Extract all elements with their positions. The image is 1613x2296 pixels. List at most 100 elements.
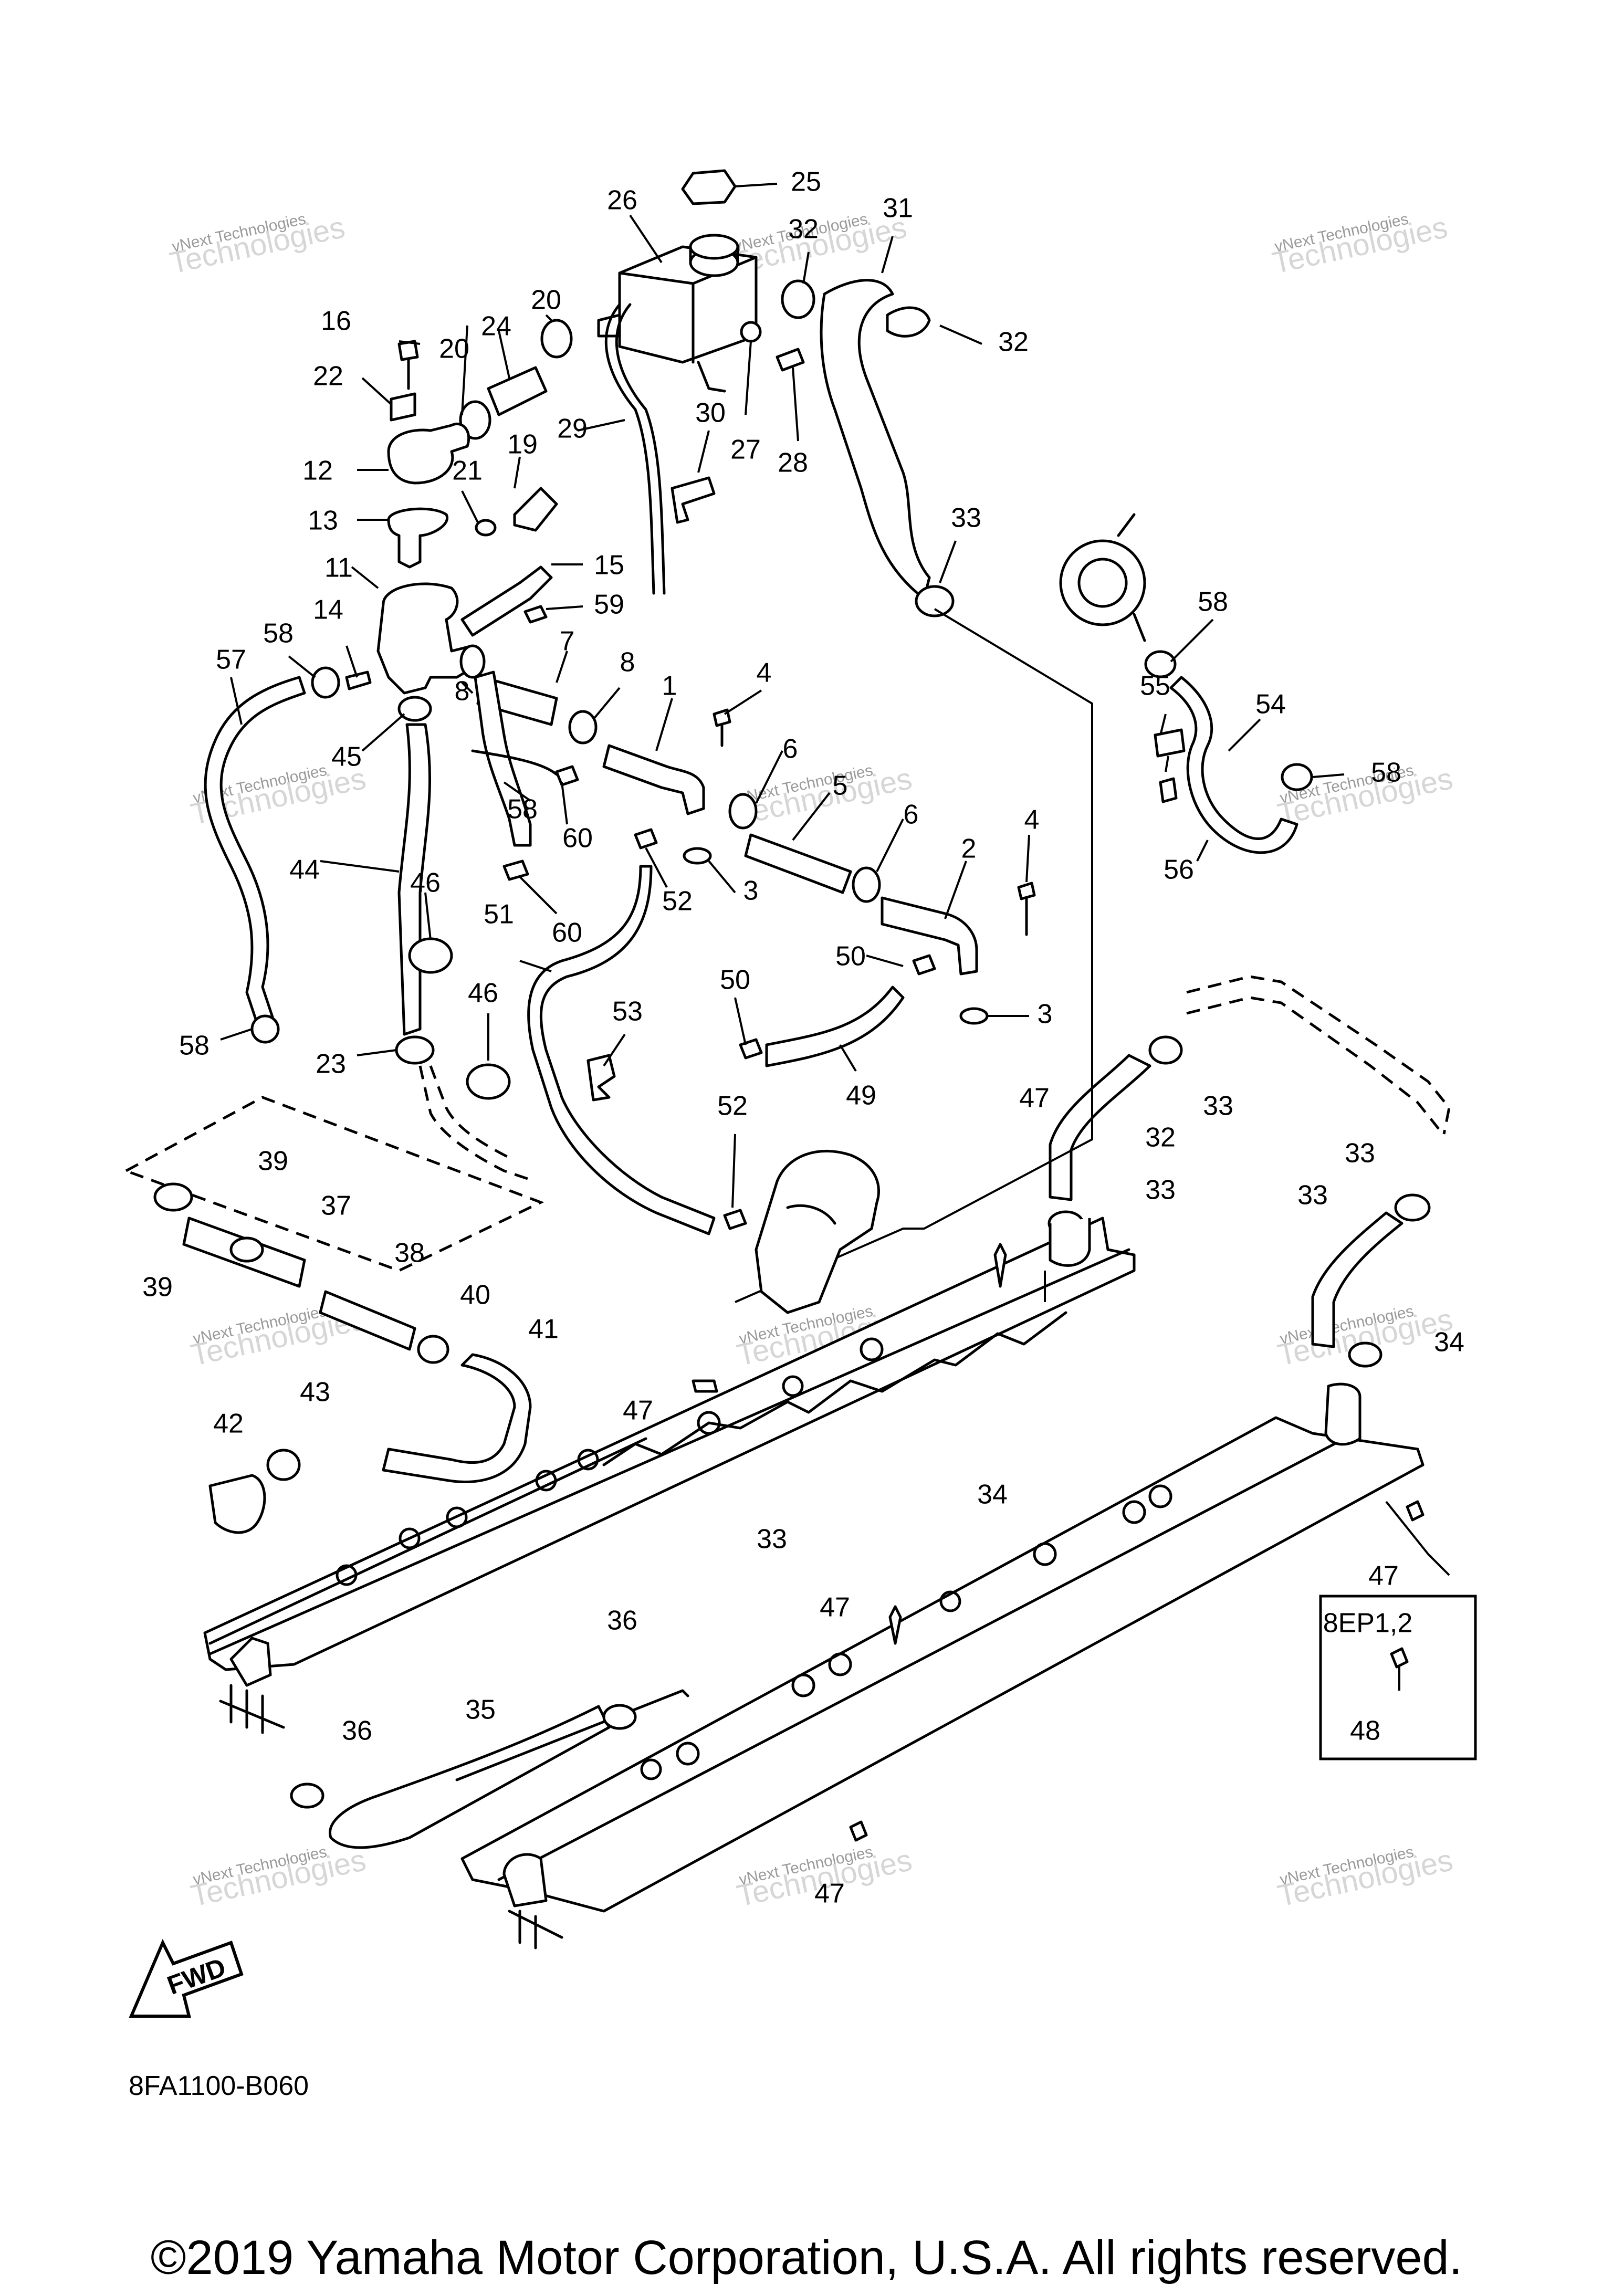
callout-60b: 60 <box>552 918 582 948</box>
clamp-6b <box>852 866 881 903</box>
callout-60a: 59 <box>594 590 624 620</box>
callout-24: 28 <box>778 448 808 478</box>
callout-21: 25 <box>791 167 821 197</box>
variant-box <box>1319 1595 1477 1760</box>
clamp-36a <box>602 1704 637 1730</box>
callout-42: 42 <box>213 1409 244 1439</box>
clamp-50a <box>912 954 936 976</box>
callout-27: 31 <box>883 193 913 224</box>
copyright-notice: ©2019 Yamaha Motor Corporation, U.S.A. A… <box>150 2231 1463 2284</box>
callout-56: 56 <box>1164 855 1194 885</box>
callout-57: 57 <box>216 645 246 675</box>
thermostat-11 <box>387 507 449 569</box>
hose-49 <box>765 986 905 1067</box>
callout-39a: 39 <box>258 1146 288 1177</box>
callout-58a: 58 <box>263 618 294 649</box>
callout-32a: 32 <box>1145 1123 1176 1153</box>
clamp-30 <box>915 585 955 617</box>
hose-54 <box>1169 676 1298 854</box>
thermostat-cover-10 <box>387 422 470 485</box>
callout-37: 37 <box>321 1191 351 1221</box>
callout-61: 60 <box>562 823 593 854</box>
callout-33c: 33 <box>1345 1138 1375 1169</box>
callout-43: 43 <box>300 1377 330 1408</box>
bolt-4b <box>1017 882 1036 900</box>
hose-32b <box>1311 1211 1403 1348</box>
callout-33a: 33 <box>1203 1091 1233 1121</box>
callout-50a: 50 <box>835 941 866 972</box>
bracket-55 <box>1154 728 1186 758</box>
hose-clamp-28 <box>781 279 815 319</box>
callout-52b: 52 <box>717 1091 748 1121</box>
callout-10: 12 <box>302 456 333 486</box>
callout-53: 53 <box>612 997 643 1027</box>
callout-40: 40 <box>460 1280 490 1310</box>
callout-31: 33 <box>757 1524 787 1555</box>
clamp-46b <box>466 1063 511 1100</box>
callout-52a: 52 <box>662 886 693 917</box>
callout-4a: 4 <box>757 658 772 688</box>
callout-50b: 50 <box>720 965 750 995</box>
callout-58b: 58 <box>1198 587 1228 617</box>
callout-variant: 8EP1,2 <box>1323 1608 1413 1639</box>
clip-53 <box>586 1054 616 1102</box>
callout-26: 30 <box>695 398 726 428</box>
clamp-61 <box>555 765 579 787</box>
callout-15: 19 <box>507 429 538 460</box>
hose-35 <box>329 1705 611 1849</box>
bolt-24 <box>776 348 805 372</box>
sensor-15 <box>513 487 558 532</box>
clamp-60b <box>502 859 529 881</box>
thermostat-housing-9 <box>376 582 485 695</box>
fitting-14 <box>460 565 553 637</box>
clamp-8a <box>459 644 486 679</box>
pipe-1 <box>602 744 705 815</box>
callout-9: 11 <box>324 553 353 583</box>
oring-3b <box>959 1007 989 1025</box>
watermark: vNext Technologies Technologies <box>1275 1843 1456 1913</box>
clamp-52a <box>634 828 658 850</box>
callout-49: 49 <box>846 1081 876 1111</box>
callout-16: 21 <box>452 456 483 486</box>
hose-27 <box>820 279 931 600</box>
elbow-42 <box>208 1474 266 1534</box>
clamp-43 <box>266 1449 301 1481</box>
heat-exchanger-31 <box>203 1217 1136 1734</box>
hose-19 <box>487 366 548 416</box>
spring-38 <box>319 1290 416 1351</box>
hose-32a <box>1049 1054 1151 1201</box>
clamp-45 <box>397 696 432 722</box>
reservoir-cap <box>681 169 737 205</box>
callout-33d: 34 <box>1434 1327 1464 1358</box>
callout-46b: 46 <box>468 978 498 1009</box>
callout-20a: 20 <box>531 285 561 316</box>
bolt-56 <box>1159 777 1178 803</box>
callout-5: 5 <box>833 771 848 801</box>
callout-39b: 39 <box>142 1272 173 1303</box>
callout-1: 1 <box>662 671 677 701</box>
watermark: vNext Technologies Technologies <box>1270 210 1451 280</box>
callout-34: 34 <box>977 1480 1008 1510</box>
bolt-47c <box>888 1605 902 1645</box>
hose-41 <box>382 1353 532 1483</box>
bolt-13 <box>345 670 372 690</box>
clamp-33c <box>1394 1193 1431 1222</box>
callout-13: 14 <box>313 595 343 625</box>
hose-51 <box>527 865 716 1235</box>
callout-19: 24 <box>481 311 511 342</box>
bolt-47d <box>1406 1500 1425 1522</box>
callout-14: 15 <box>594 550 624 581</box>
clamp-33a <box>1148 1035 1183 1065</box>
callout-36a: 36 <box>607 1606 637 1636</box>
engine-housing <box>755 1149 880 1314</box>
fwd-arrow-icon: FWD <box>129 1938 244 2018</box>
pipe-2 <box>881 896 978 976</box>
callout-20b: 20 <box>439 334 469 364</box>
bolt-48 <box>1390 1647 1409 1669</box>
clamp-58a <box>311 666 340 699</box>
callout-6a: 6 <box>783 734 798 764</box>
clamp-52b <box>723 1209 747 1230</box>
watermark: vNext Technologies Technologies <box>167 210 348 280</box>
callout-6b: 6 <box>904 800 919 830</box>
callout-47e: 47 <box>814 1879 845 1909</box>
